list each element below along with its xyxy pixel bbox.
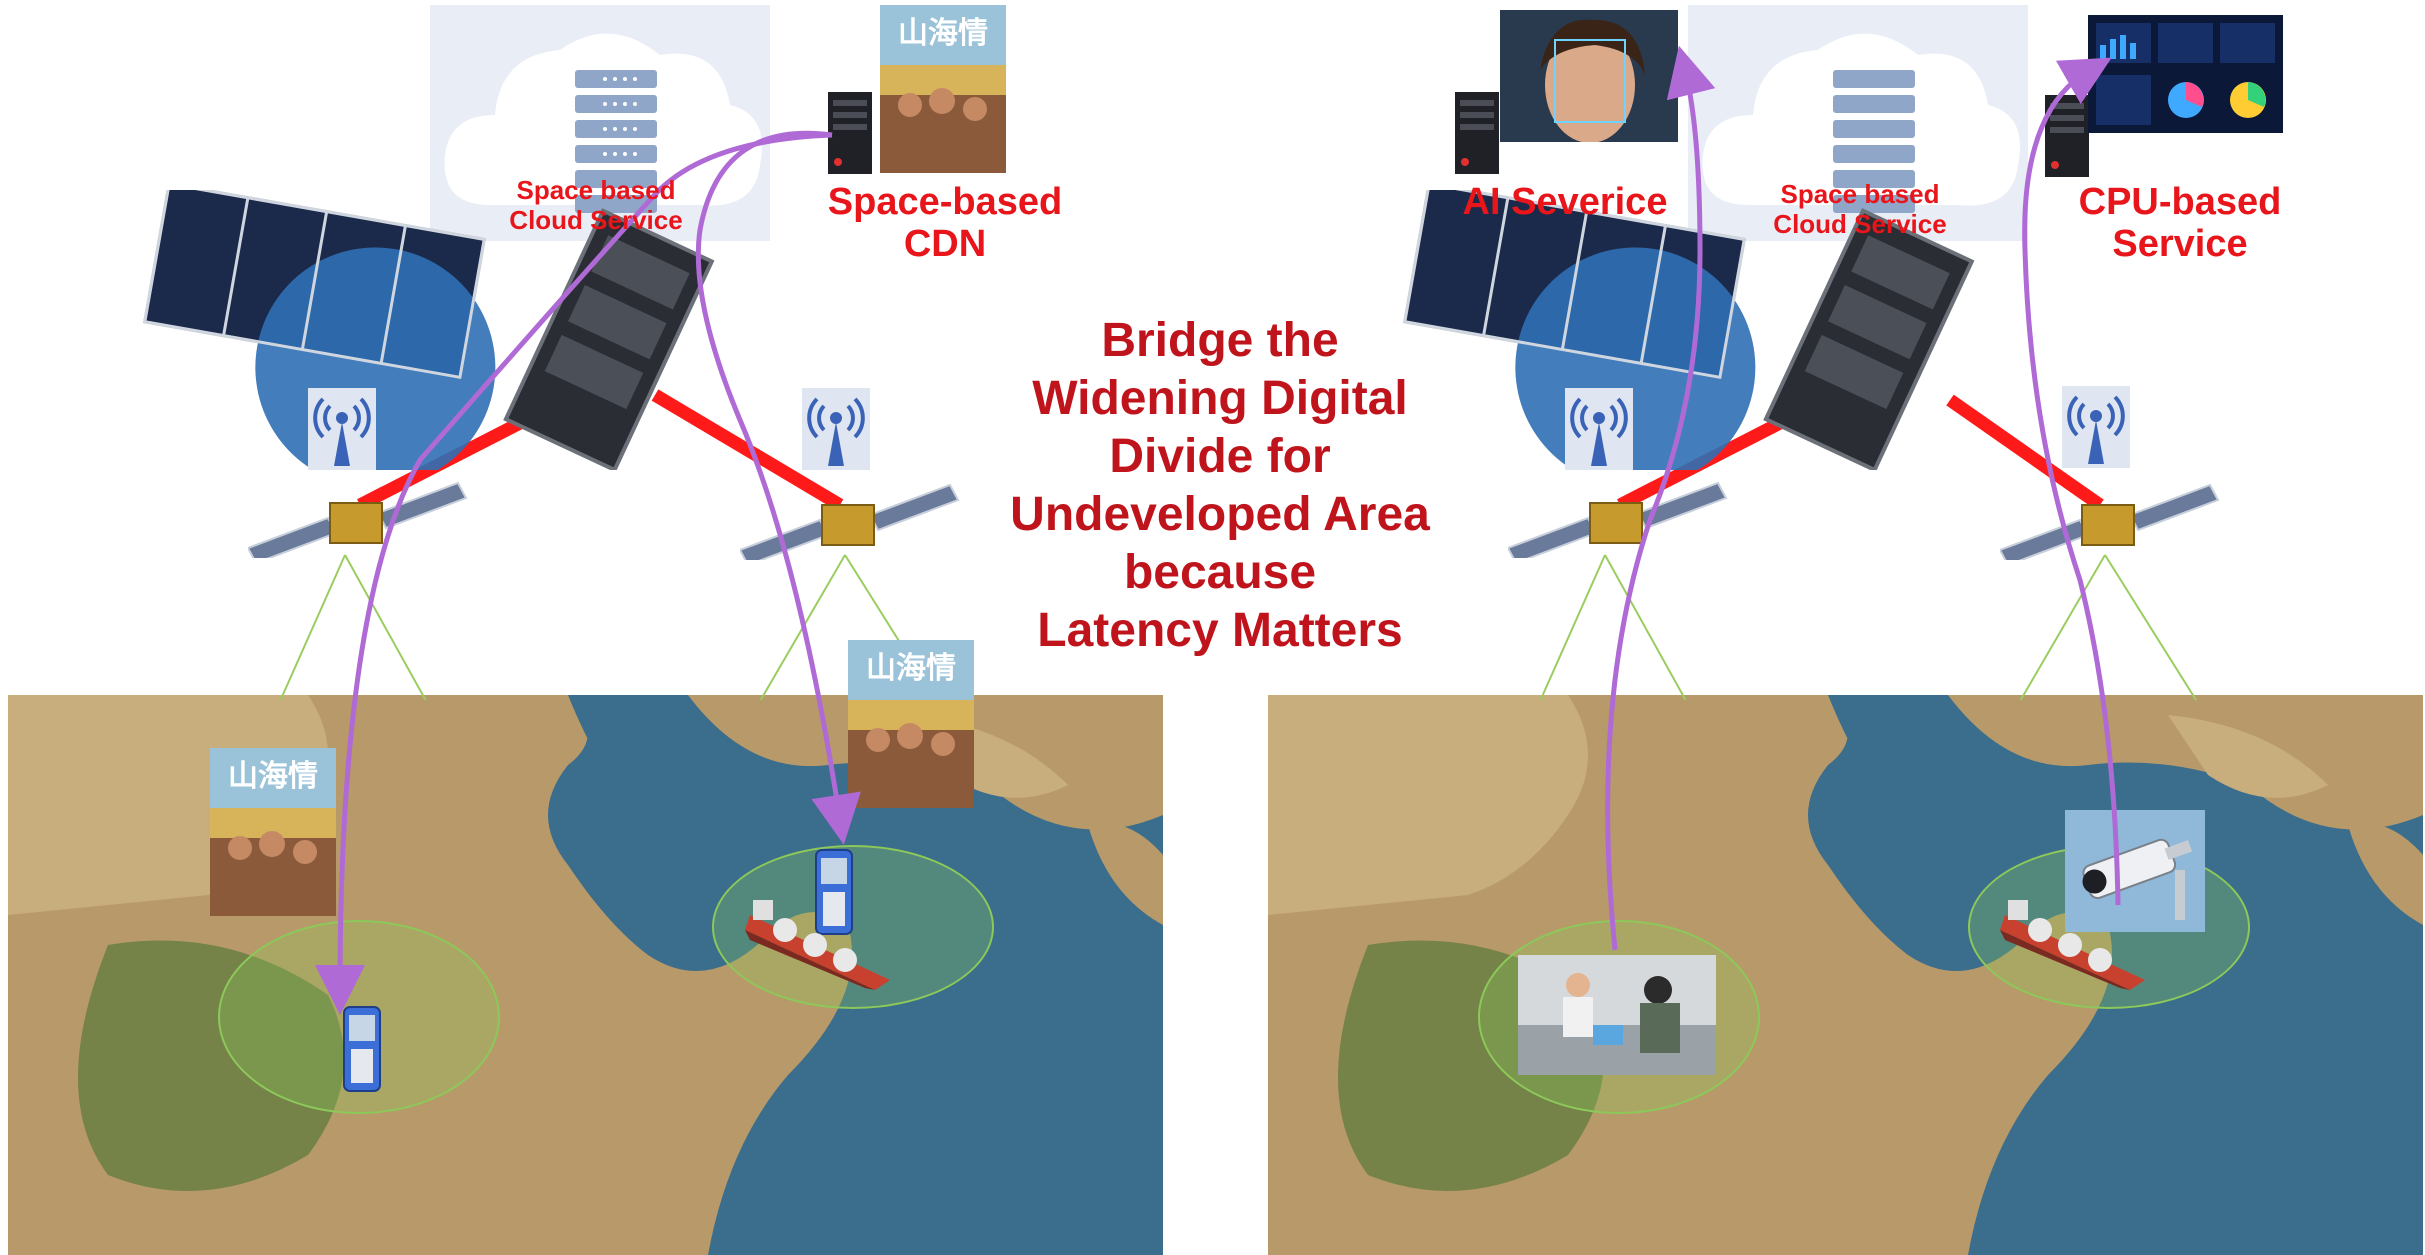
satellite-icon (1508, 481, 1728, 558)
beam-line (344, 554, 427, 700)
data-path (315, 132, 833, 1015)
beam-line (1604, 554, 1687, 700)
poster-title: 山海情 (866, 651, 956, 686)
satellite-icon (248, 481, 468, 558)
beam-line (759, 554, 846, 700)
data-path (695, 130, 861, 845)
dashboard-icon (2088, 15, 2283, 133)
server-tower-icon (828, 92, 872, 174)
cloud-service-label: Space based Cloud Service (509, 175, 683, 235)
isl-link-right (651, 389, 844, 511)
cdn-service-label: Space-based CDN (827, 181, 1063, 265)
data-path (1605, 45, 1716, 951)
cloud-service-label: Space based Cloud Service (1773, 179, 1947, 239)
movie-poster: 山海情 (880, 5, 1006, 173)
isl-link-right (1946, 394, 2104, 511)
antenna-icon (308, 388, 376, 470)
beam-line (2104, 554, 2198, 700)
cloud-background (430, 5, 770, 241)
server-tower-icon (1455, 92, 1499, 174)
face-recognition-icon (1500, 10, 1678, 142)
security-camera-icon (2065, 810, 2205, 932)
cloud-server-icon (444, 33, 762, 213)
right-path-layer (1605, 45, 2121, 951)
antenna-icon (2062, 386, 2130, 468)
poster-title: 山海情 (228, 759, 318, 794)
cargo-ship-icon (745, 900, 890, 990)
left-path-layer (315, 130, 861, 1015)
satellite-icon (1403, 190, 1975, 470)
mobile-phone-icon (815, 849, 853, 935)
satellite-icon (2000, 483, 2220, 560)
cloud-server-icon (1702, 33, 2020, 213)
antenna-icon (1565, 388, 1633, 470)
beam-line (279, 554, 346, 700)
center-title: Bridge the Widening Digital Divide for U… (1010, 314, 1430, 657)
checkout-photo (1518, 955, 1716, 1075)
poster-title: 山海情 (898, 16, 988, 51)
movie-poster: 山海情 (210, 748, 336, 916)
cpu-service-label: CPU-based Service (2078, 181, 2282, 265)
satellite-icon (740, 483, 960, 560)
movie-poster: 山海情 (848, 640, 974, 808)
mobile-phone-icon (343, 1006, 381, 1092)
cargo-ship-icon (2000, 900, 2145, 990)
data-path (2022, 57, 2121, 906)
antenna-icon (802, 388, 870, 470)
beam-line (1539, 554, 1606, 700)
cloud-background (1688, 5, 2028, 241)
satellite-icon (143, 190, 715, 470)
ai-service-label: AI Severice (1462, 181, 1668, 223)
